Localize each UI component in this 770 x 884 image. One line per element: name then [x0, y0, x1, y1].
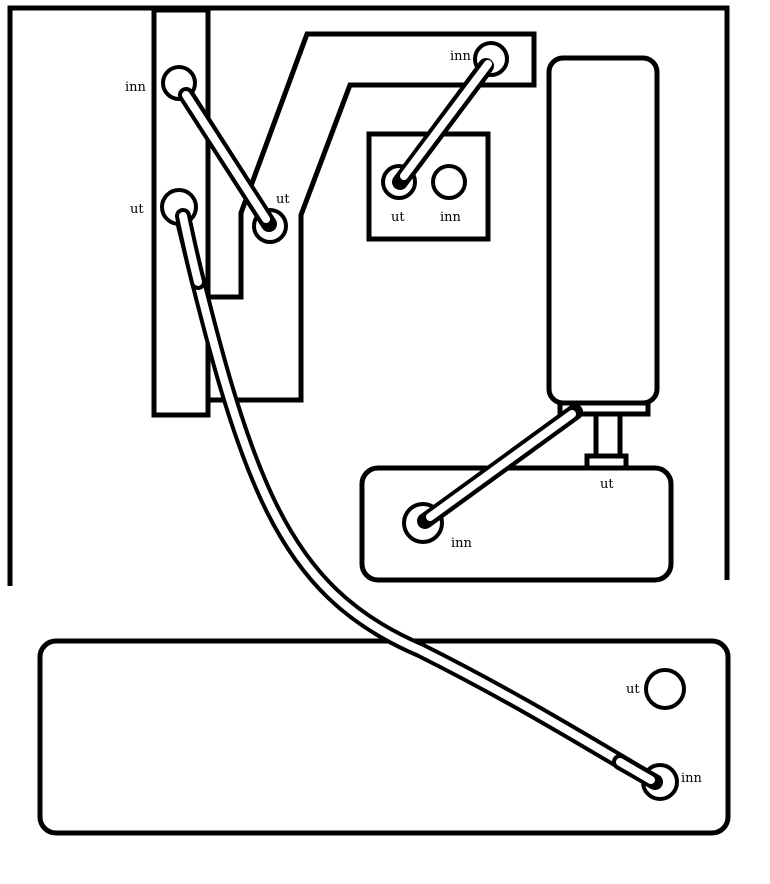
filter-inn-label: inn — [451, 536, 473, 551]
box-ut-label: ut — [391, 210, 405, 225]
pump-cylinder — [546, 55, 660, 406]
left-manifold-bar — [151, 7, 211, 418]
box-inn-port — [431, 164, 467, 200]
filter-box — [359, 465, 674, 583]
pump-outlet-neck — [593, 411, 623, 459]
pump-ut-label: ut — [600, 477, 614, 492]
top-inn-label: inn — [450, 49, 472, 64]
enclosure-outline — [7, 5, 730, 586]
bottom-tank — [37, 638, 731, 836]
bracket-ut-label: ut — [276, 192, 290, 207]
manifold-ut-label: ut — [130, 202, 144, 217]
tank-inn-label: inn — [681, 771, 703, 786]
bracket-panel — [205, 31, 537, 403]
tank-ut-port — [644, 668, 686, 710]
tank-ut-label: ut — [626, 682, 640, 697]
hose-end-caps — [175, 58, 663, 790]
box-inn-label: inn — [440, 210, 462, 225]
hose-manifold-to-tank — [172, 200, 668, 793]
manifold-inn-label: inn — [125, 80, 147, 95]
